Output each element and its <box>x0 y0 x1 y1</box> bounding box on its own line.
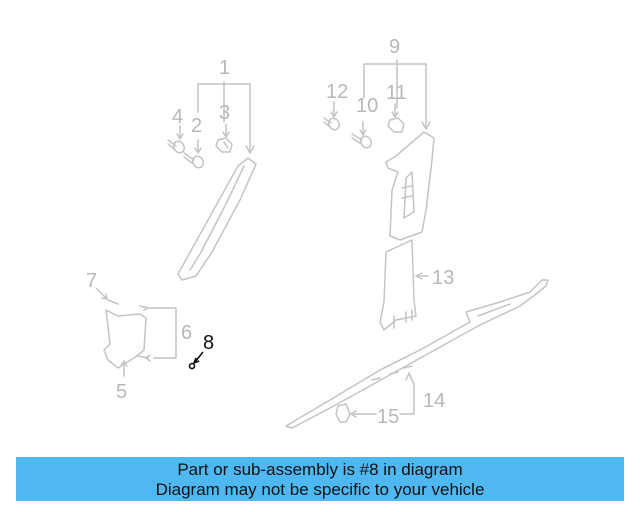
info-banner: Part or sub-assembly is #8 in diagram Di… <box>16 457 624 501</box>
callout-11: 11 <box>386 82 407 104</box>
callout-3: 3 <box>219 102 231 124</box>
fastener-2-icon <box>183 152 205 169</box>
callout-1: 1 <box>219 57 231 79</box>
clip-11-icon <box>387 117 405 133</box>
part-8-grommet-icon <box>188 351 204 370</box>
kick-panel <box>103 309 147 369</box>
callout-8-highlighted[interactable]: 8 <box>203 332 215 354</box>
callout-6: 6 <box>181 322 193 344</box>
callout-14: 14 <box>423 390 446 412</box>
callout-2: 2 <box>191 115 203 137</box>
callout-10: 10 <box>356 95 379 117</box>
clip-15-icon <box>335 403 351 423</box>
callout-12: 12 <box>326 81 349 103</box>
callout-4: 4 <box>172 106 184 128</box>
bracket-1 <box>176 81 255 154</box>
parts-diagram <box>95 59 549 429</box>
fastener-12-icon <box>323 117 341 131</box>
clip-3-icon <box>215 137 233 153</box>
sill-plate <box>285 279 549 429</box>
bracket-9 <box>330 59 431 136</box>
banner-line-part: Part or sub-assembly is #8 in diagram <box>177 460 463 479</box>
callout-13: 13 <box>432 267 455 289</box>
b-pillar-upper-trim <box>385 131 435 241</box>
callout-9: 9 <box>389 36 401 58</box>
callout-15: 15 <box>377 406 400 428</box>
callout-5: 5 <box>116 381 128 403</box>
fastener-10-icon <box>351 133 373 149</box>
b-pillar-lower-trim <box>379 239 417 331</box>
callout-7: 7 <box>86 270 98 292</box>
banner-line-disclaimer: Diagram may not be specific to your vehi… <box>155 480 485 499</box>
a-pillar-trim <box>177 157 257 281</box>
fastener-4-icon <box>167 139 186 154</box>
